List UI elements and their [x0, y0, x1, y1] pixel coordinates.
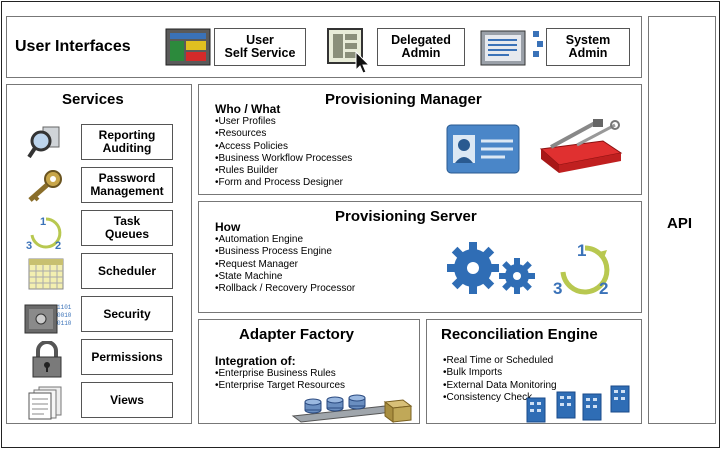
list-item: Request Manager	[215, 259, 355, 271]
cycle-number-1: 1	[577, 241, 586, 260]
views-label: Views	[81, 382, 173, 418]
binary-text-1: 1101	[57, 304, 72, 311]
adapter-factory-list: Enterprise Business Rules Enterprise Tar…	[215, 368, 346, 393]
cycle-number-2: 2	[55, 240, 61, 252]
self-service-app-icon	[165, 28, 211, 66]
api-label: API	[667, 215, 693, 232]
list-item: State Machine	[215, 271, 355, 283]
key-icon	[28, 170, 62, 202]
data-servers-icon	[526, 385, 630, 423]
delegated-admin-label: Delegated Admin	[377, 28, 465, 66]
cycle-arrows-icon: 1 2 3	[553, 241, 610, 298]
padlock-icon	[32, 341, 62, 378]
cycle-arrows-icon: 1 2 3	[26, 216, 62, 252]
list-item: Form and Process Designer	[215, 177, 352, 189]
adapter-factory-subtitle: Integration of:	[215, 354, 296, 368]
system-admin-label: System Admin	[546, 28, 630, 66]
user-self-service-label: User Self Service	[214, 28, 306, 66]
binary-text-2: 0010	[57, 312, 72, 319]
list-item: Enterprise Target Resources	[215, 380, 346, 392]
provisioning-server-title: Provisioning Server	[335, 208, 477, 225]
adapter-factory-title: Adapter Factory	[239, 326, 355, 343]
documents-icon	[28, 386, 62, 420]
list-item: Bulk Imports	[443, 367, 557, 379]
security-label: Security	[81, 296, 173, 332]
user-interfaces-section: User Interfaces User Self Service Delega…	[6, 16, 642, 78]
cycle-number-3: 3	[553, 279, 562, 298]
list-item: External Data Monitoring	[443, 380, 557, 392]
api-section: API	[648, 16, 716, 424]
password-management-label: Password Management	[81, 167, 173, 203]
provisioning-manager-list: User Profiles Resources Access Policies …	[215, 116, 353, 190]
adapter-factory-section: Adapter Factory Integration of: Enterpri…	[198, 319, 420, 424]
reconciliation-engine-title: Reconciliation Engine	[441, 326, 598, 343]
user-interfaces-title: User Interfaces	[15, 38, 131, 55]
binary-text-3: 0110	[57, 320, 72, 327]
safe-icon: 1101 0010 0110	[24, 304, 72, 334]
provisioning-manager-subtitle: Who / What	[215, 102, 281, 116]
list-item: Rules Builder	[215, 165, 352, 177]
services-section: Services Reporting Auditing Password Man…	[6, 84, 192, 424]
services-title: Services	[62, 91, 124, 108]
gears-icon	[447, 242, 535, 294]
cycle-number-2: 2	[599, 279, 608, 298]
magnifier-icon	[27, 126, 60, 159]
list-item: Access Policies	[215, 141, 352, 153]
system-admin-console-icon	[480, 30, 543, 66]
reconciliation-engine-list: Real Time or Scheduled Bulk Imports Exte…	[443, 355, 557, 404]
list-item: User Profiles	[215, 116, 352, 128]
task-queues-label: Task Queues	[81, 210, 173, 246]
id-card-icon	[446, 124, 520, 174]
reconciliation-engine-section: Reconciliation Engine Real Time or Sched…	[426, 319, 642, 424]
calendar-icon	[28, 258, 64, 290]
mouse-cursor-icon	[355, 51, 371, 74]
permissions-label: Permissions	[81, 339, 173, 375]
reporting-auditing-label: Reporting Auditing	[81, 124, 173, 160]
list-item: Business Workflow Processes	[215, 153, 353, 165]
provisioning-manager-section: Provisioning Manager Who / What User Pro…	[198, 84, 642, 195]
list-item: Business Process Engine	[215, 246, 355, 258]
cycle-number-3: 3	[26, 240, 32, 252]
list-item: Automation Engine	[215, 234, 355, 246]
provisioning-server-subtitle: How	[215, 220, 241, 234]
provisioning-server-section: Provisioning Server How Automation Engin…	[198, 201, 642, 313]
provisioning-manager-title: Provisioning Manager	[325, 91, 482, 108]
conveyor-databases-icon	[291, 394, 413, 423]
list-item: Rollback / Recovery Processor	[215, 283, 356, 295]
toolbox-icon	[539, 119, 623, 173]
list-item: Resources	[215, 128, 352, 140]
cycle-number-1: 1	[40, 216, 46, 228]
list-item: Enterprise Business Rules	[215, 368, 345, 380]
list-item: Real Time or Scheduled	[443, 355, 557, 367]
provisioning-server-list: Automation Engine Business Process Engin…	[215, 234, 356, 295]
list-item: Consistency Check	[443, 392, 557, 404]
scheduler-label: Scheduler	[81, 253, 173, 289]
